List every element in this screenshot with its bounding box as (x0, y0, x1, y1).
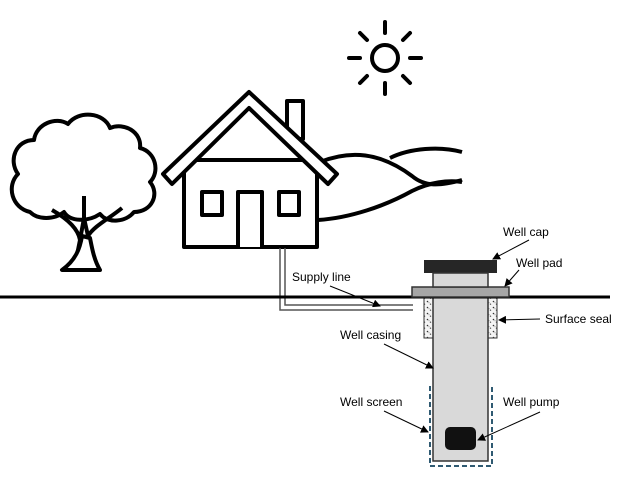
label-surface-seal: Surface seal (545, 312, 612, 326)
well-screen (429, 386, 493, 467)
leader-well-cap (492, 239, 530, 260)
house-icon (161, 90, 339, 249)
hill-icon (317, 146, 463, 222)
sun-icon (347, 20, 423, 96)
surface-seal-right (487, 296, 498, 339)
leader-surface-seal (498, 315, 541, 324)
well-pump (445, 427, 476, 450)
leader-well-screen (383, 410, 429, 433)
label-well-casing: Well casing (340, 328, 401, 342)
leader-well-pump (477, 411, 541, 441)
well-cap-riser (432, 272, 489, 288)
tree-icon (9, 112, 158, 272)
label-well-pump: Well pump (503, 395, 560, 409)
well-pad (411, 286, 510, 298)
supply-line-pipe (279, 248, 413, 311)
leader-supply-line (329, 285, 381, 308)
label-supply-line: Supply line (292, 270, 351, 284)
leader-well-casing (383, 343, 434, 369)
label-well-screen: Well screen (340, 395, 402, 409)
leader-well-pad (504, 269, 520, 287)
label-well-pad: Well pad (516, 256, 562, 270)
well-casing (432, 289, 489, 462)
leader-lines (329, 239, 541, 441)
label-well-cap: Well cap (503, 225, 549, 239)
surface-seal (423, 296, 434, 339)
well-cap (424, 260, 497, 273)
